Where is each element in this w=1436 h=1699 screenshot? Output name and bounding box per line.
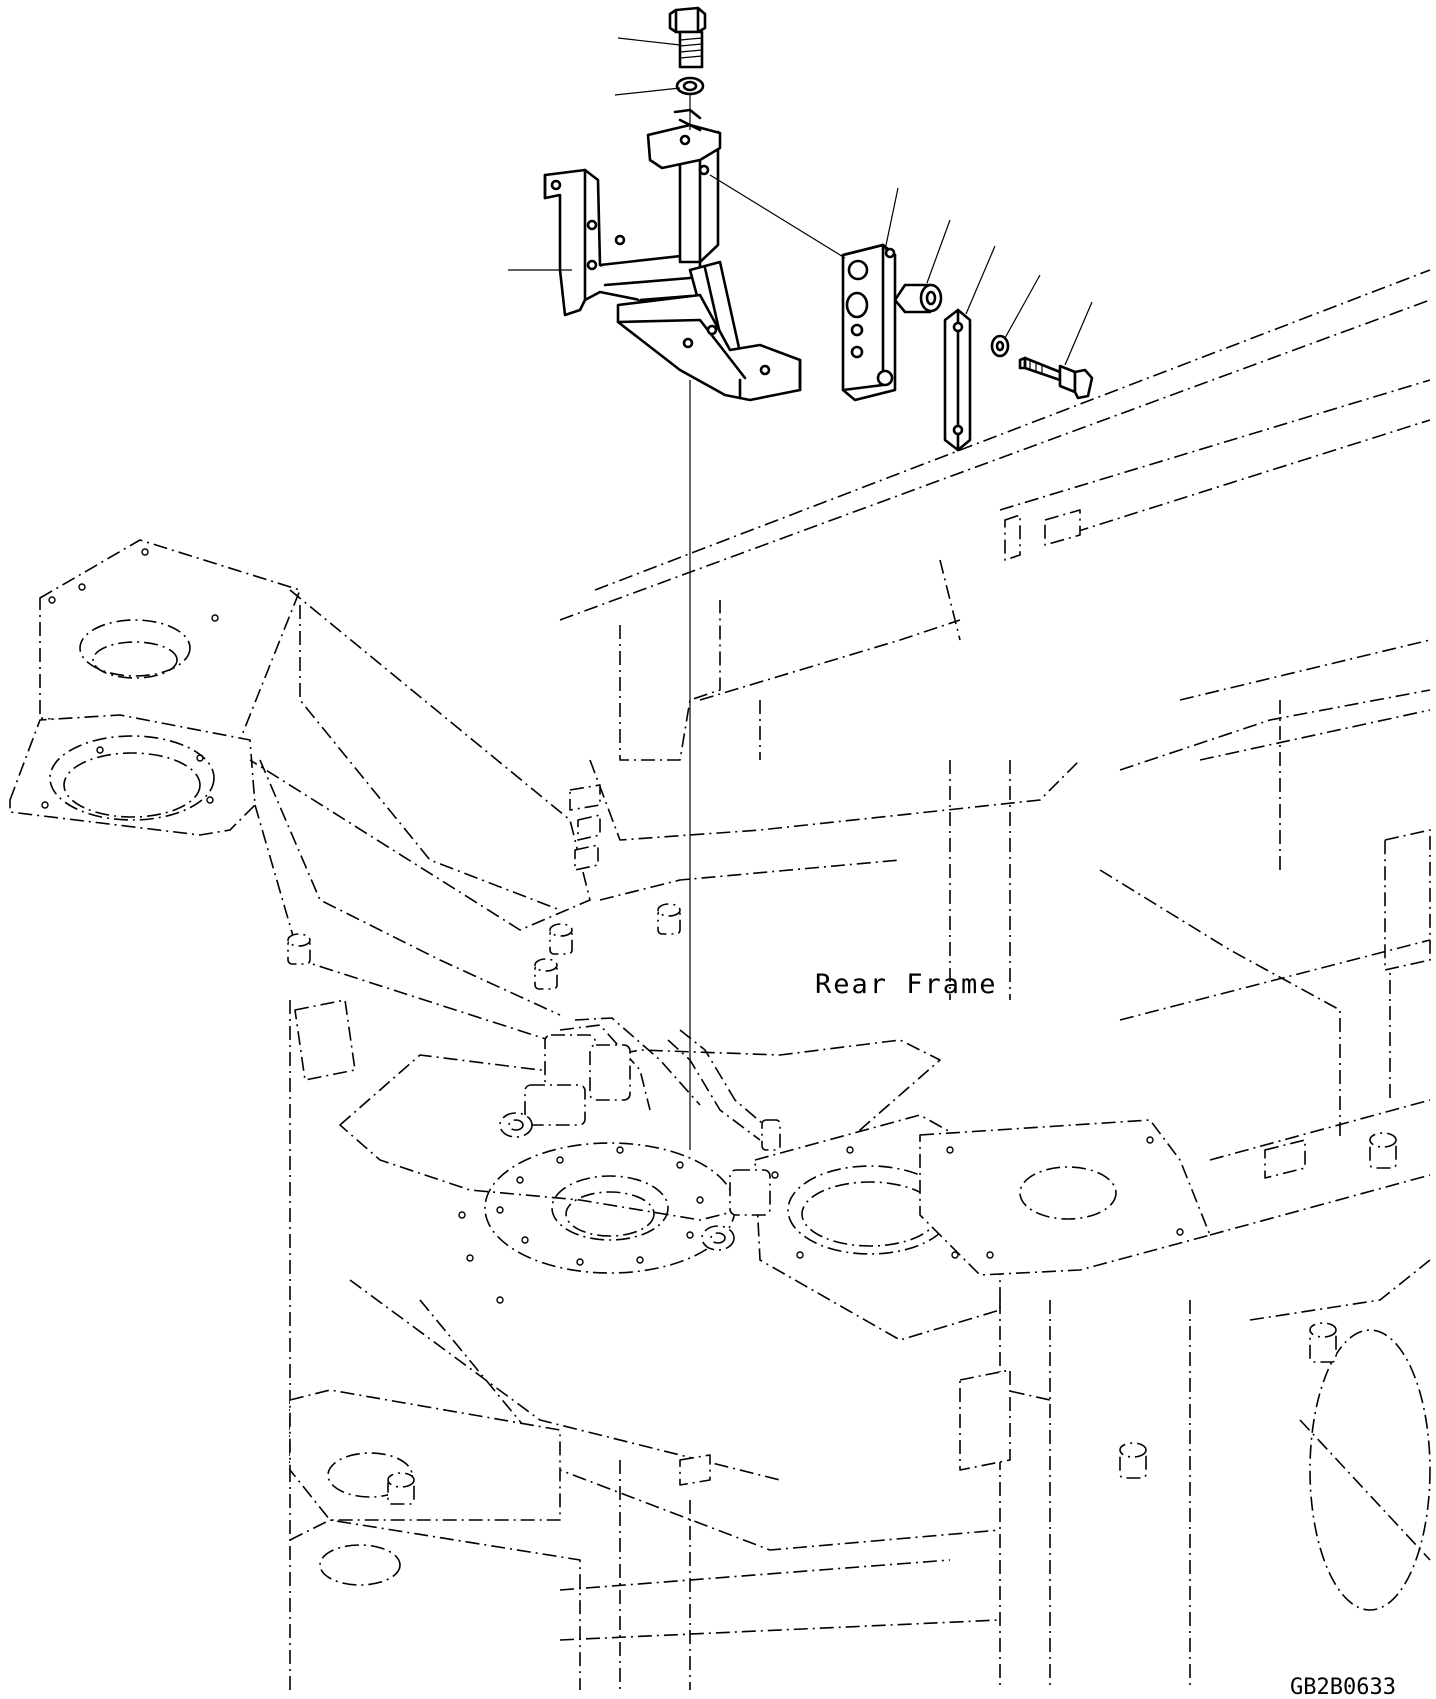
bolt [668,6,707,69]
left-upper-mount-plate [39,539,301,741]
frame-boss [657,903,681,935]
collar [893,283,943,314]
hose-valve-assembly [499,1017,781,1251]
block [841,243,897,402]
bracket [543,108,802,402]
drawing-code: GB2B0633 [1290,1675,1396,1699]
leader-block [884,187,899,251]
frame-boss [1309,1322,1337,1363]
leader-washer-small [1004,274,1041,339]
bolt [1018,356,1094,400]
frame-boss [387,1472,415,1505]
leader-washer [614,87,681,96]
frame-label: Rear Frame [815,969,998,1000]
frame-boss [287,933,311,965]
rear-frame-outline [9,269,1431,1690]
leader-lines [508,37,1093,366]
washer [990,334,1010,358]
leader-plate [965,245,996,315]
frame-boss [1369,1132,1397,1169]
far-right-mount-plate [919,1119,1211,1276]
leader-collar [926,219,951,284]
leader-bolt [617,37,681,46]
frame-boss [1119,1442,1147,1479]
assembly-center-lines [689,95,846,1150]
frame-boss [549,923,573,955]
leader-bolt-side [1064,301,1093,366]
washer [675,76,705,96]
frame-boss [534,958,558,990]
plate [943,308,972,452]
